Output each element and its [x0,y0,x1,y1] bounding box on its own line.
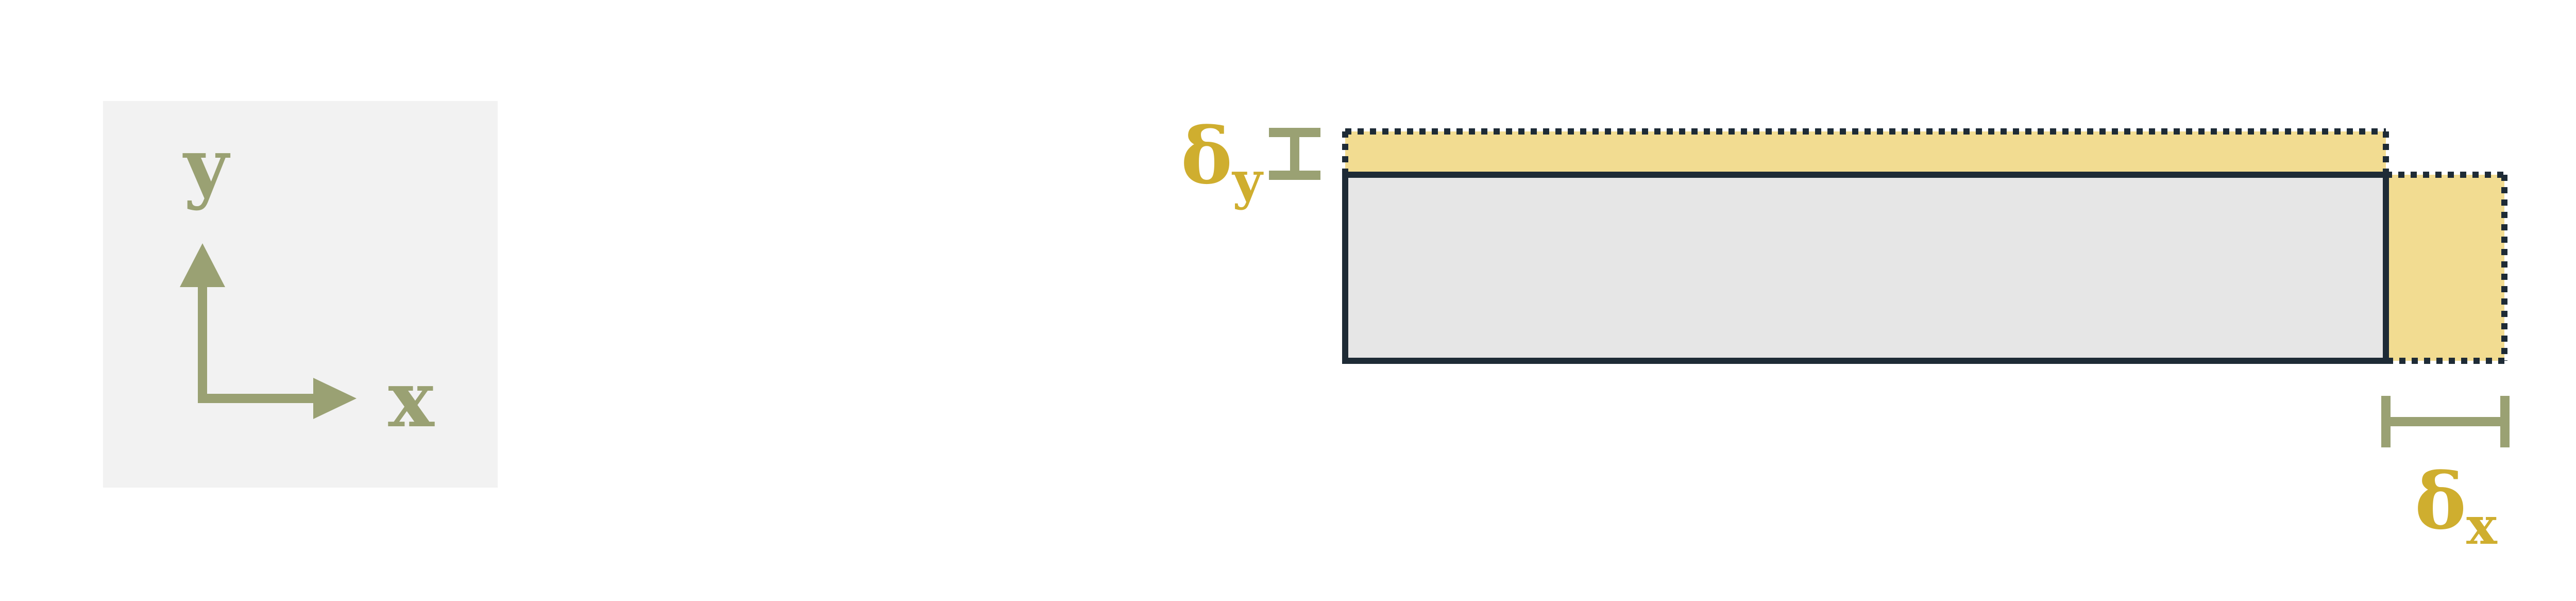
delta-x-label: δx [2415,456,2498,556]
coordinate-key-panel [103,101,498,488]
right-strain-region [2386,175,2504,361]
deformed-outline [1342,128,2507,364]
top-strain-region [1345,131,2386,175]
original-body [1342,172,2389,364]
y-axis-arrow [180,243,225,403]
delta-y-dimension [1269,128,1320,180]
x-axis-arrow [198,378,357,419]
delta-x-dimension [2381,396,2510,447]
coordinate-key: y x [103,101,498,488]
y-axis-label: y [182,121,230,212]
delta-y-label: δy [1181,111,1264,211]
x-axis-label: x [388,354,435,445]
